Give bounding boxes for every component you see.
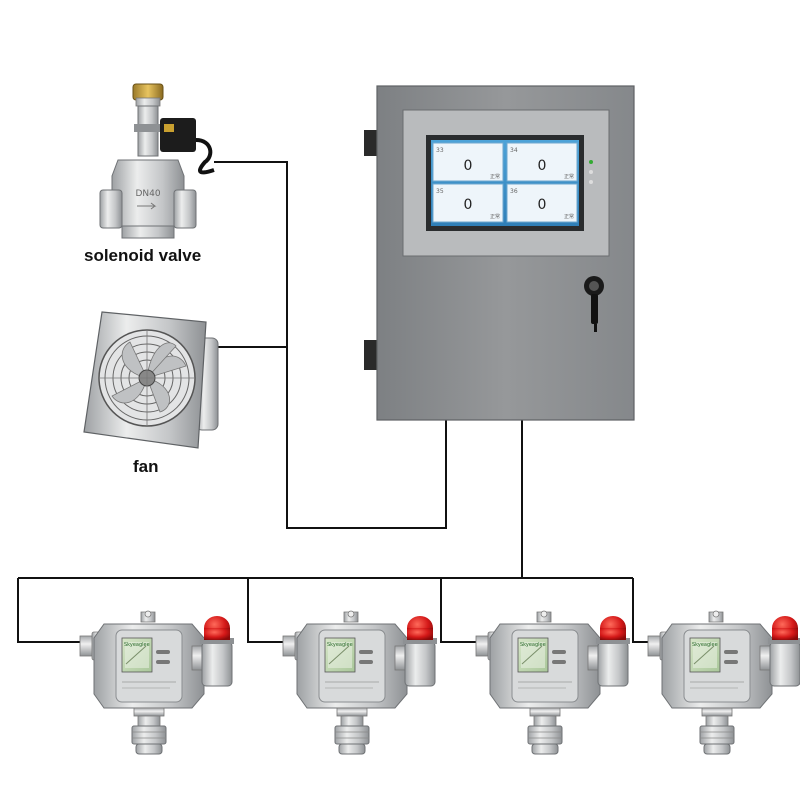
wire-drop-1	[17, 578, 82, 643]
screen-tile: 34 0 正常	[506, 142, 578, 182]
tile-status: 正常	[564, 173, 574, 180]
solenoid-valve: DN40	[99, 83, 215, 239]
tile-status: 正常	[490, 173, 500, 180]
screen-tile: 35 0 正常	[432, 183, 504, 223]
tile-status: 正常	[490, 213, 500, 220]
tile-channel: 34	[510, 147, 518, 154]
tile-value: 0	[464, 158, 473, 174]
wiring	[17, 161, 652, 643]
gas-detector: Skyeaglee	[282, 610, 438, 755]
wire-valve	[214, 161, 447, 529]
fan-label: fan	[133, 457, 159, 476]
screen-tile: 36 0 正常	[506, 183, 578, 223]
tile-channel: 33	[436, 147, 444, 154]
wire-drop-2	[247, 578, 286, 643]
wire-drop-3	[440, 578, 480, 643]
key	[591, 294, 598, 324]
detector-brand: Skyeaglee	[692, 642, 718, 648]
screen-tile-grid: 33 0 正常 34 0 正常 35 0 正常 36 0 正常	[432, 142, 578, 223]
detector-brand: Skyeaglee	[520, 642, 546, 648]
detector-brand: Skyeaglee	[124, 642, 150, 648]
solenoid-valve-label: solenoid valve	[84, 246, 202, 265]
screen-tile: 33 0 正常	[432, 142, 504, 182]
gas-detector: Skyeaglee	[475, 610, 631, 755]
valve-body-marking: DN40	[135, 189, 160, 199]
wire-drop-4	[632, 578, 652, 643]
tile-value: 0	[464, 197, 473, 213]
tile-status: 正常	[564, 213, 574, 220]
tile-channel: 35	[436, 188, 444, 195]
tile-channel: 36	[510, 188, 518, 195]
tile-value: 0	[538, 158, 547, 174]
controller-cabinet	[364, 85, 635, 421]
gas-detector: Skyeaglee	[647, 610, 800, 755]
detector-brand: Skyeaglee	[327, 642, 353, 648]
tile-value: 0	[538, 197, 547, 213]
gas-detector: Skyeaglee	[79, 610, 235, 755]
fan	[83, 311, 219, 449]
